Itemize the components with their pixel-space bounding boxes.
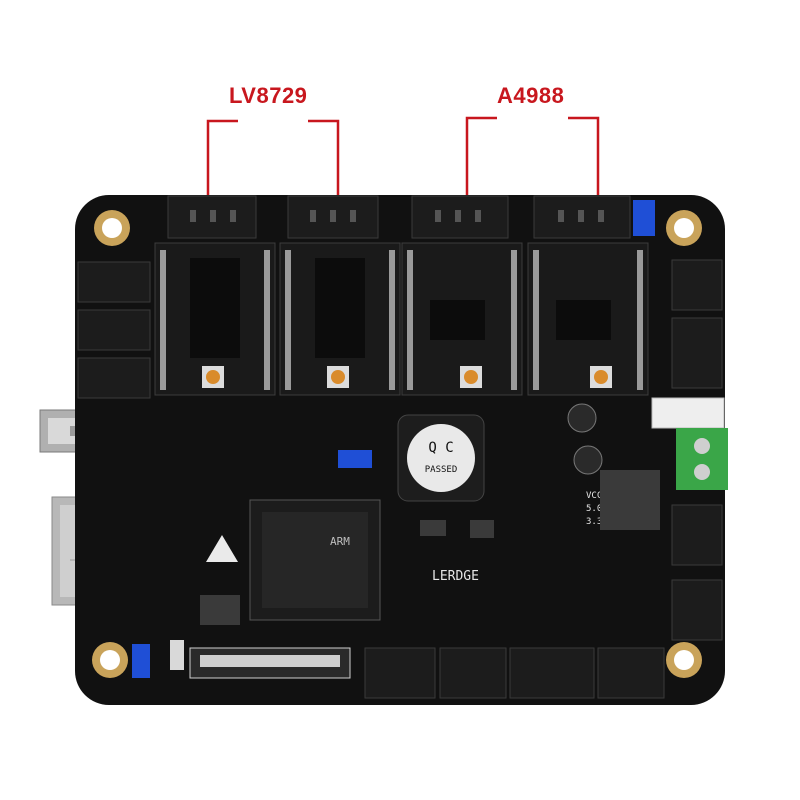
capacitors: [567, 403, 603, 475]
mounting-holes: [92, 210, 702, 678]
mcu-chip: ARM: [249, 499, 381, 621]
jumper-mid: [338, 450, 372, 468]
voltage-labels: VCC 5.0V 3.3V: [586, 491, 608, 527]
brand-label: LERDGE: [432, 569, 479, 584]
jumper-bottom: [132, 644, 150, 678]
esd-warning-icon: [206, 535, 238, 562]
bottom-connectors: [364, 647, 665, 699]
lv8729-driver-1: [154, 242, 276, 396]
a4988-label: A4988: [497, 83, 565, 108]
lv8729-label: LV8729: [229, 83, 308, 108]
svg-text:5.0V: 5.0V: [586, 504, 608, 514]
qc-text: Q C: [428, 440, 453, 456]
right-connectors: [671, 259, 723, 641]
svg-text:3.3V: 3.3V: [586, 517, 608, 527]
arm-mark: ARM: [330, 535, 350, 548]
jumper-top: [633, 200, 655, 236]
power-terminal: [651, 397, 728, 490]
left-connectors: [77, 261, 151, 399]
qc-inductor: Q C PASSED: [397, 414, 485, 502]
passed-text: PASSED: [425, 465, 458, 475]
svg-text:VCC: VCC: [586, 491, 602, 501]
a4988-driver-2: [527, 242, 649, 396]
lv8729-driver-2: [279, 242, 401, 396]
a4988-driver-1: [401, 242, 523, 396]
